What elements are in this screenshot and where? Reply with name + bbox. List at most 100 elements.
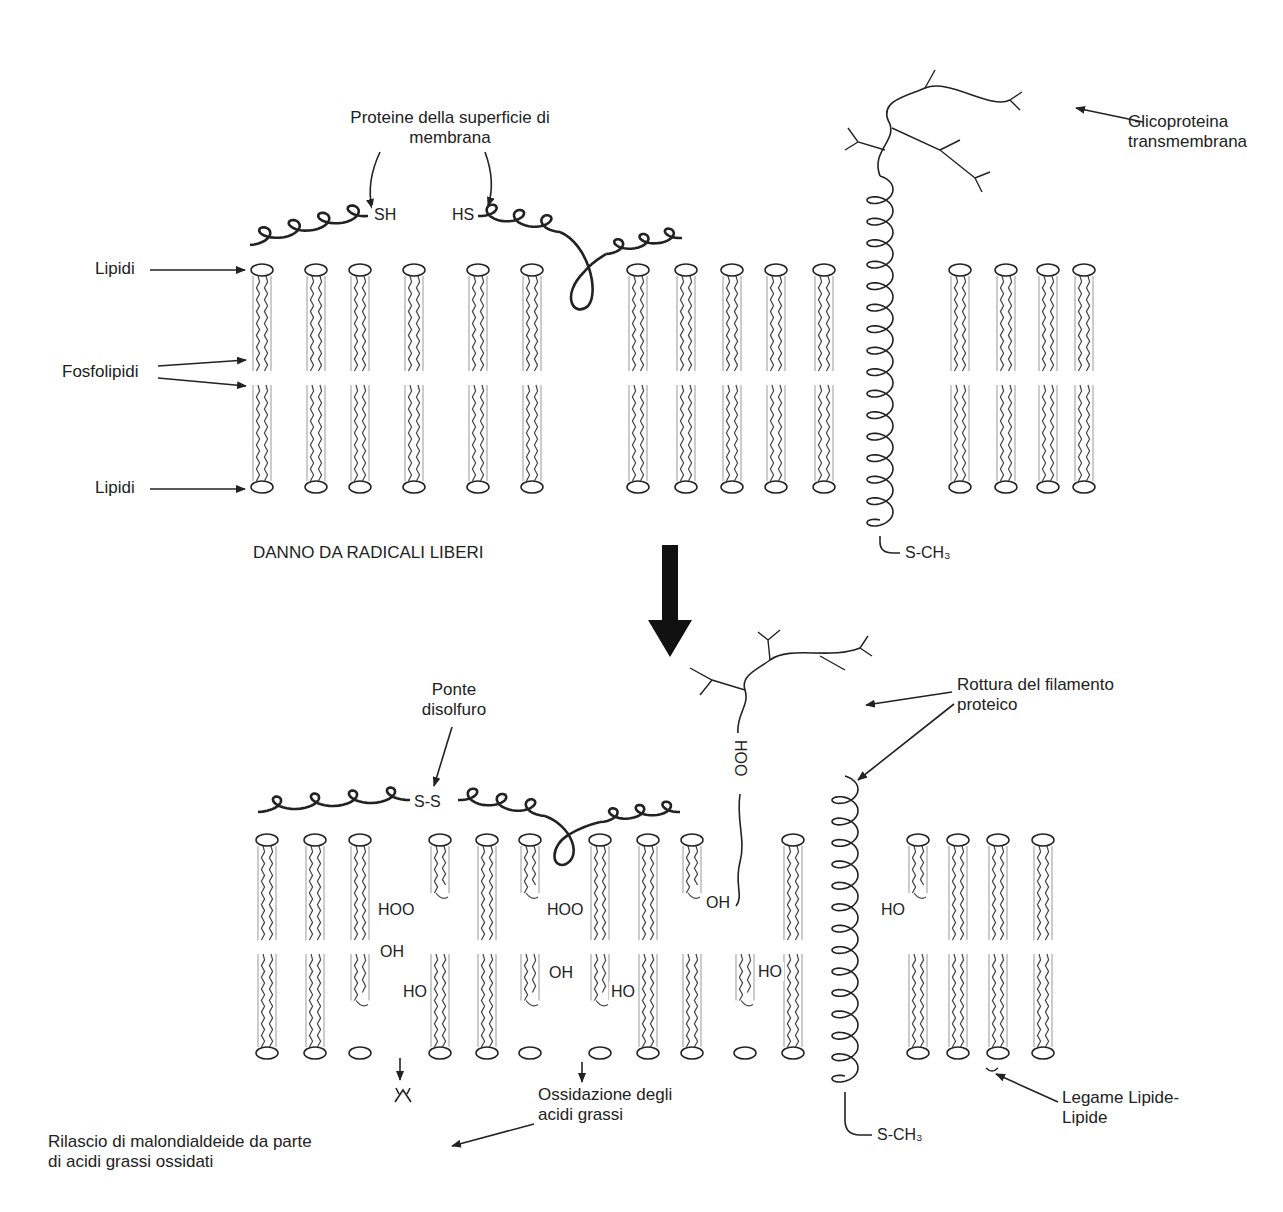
polar-head	[256, 834, 278, 846]
polar-head	[349, 1047, 371, 1059]
leader-line	[150, 488, 245, 490]
lipid-outline	[1034, 954, 1052, 1047]
callout-label: Rottura del filamento proteico	[957, 675, 1132, 716]
lipid-outline	[431, 846, 449, 893]
polar-head	[521, 264, 543, 276]
polar-head	[256, 1047, 278, 1059]
fatty-acid-tail	[481, 846, 484, 940]
glycoprotein-tail	[845, 1092, 872, 1135]
fatty-acid-tail	[1000, 954, 1003, 1047]
leader-line	[150, 269, 245, 271]
polar-head	[949, 481, 971, 493]
polar-head	[765, 481, 787, 493]
surface-protein	[606, 229, 682, 254]
fatty-acid-tail	[524, 846, 527, 893]
leader-line	[434, 727, 452, 786]
fatty-acid-tail	[442, 954, 445, 1047]
oxidized-tail	[688, 893, 700, 898]
fatty-acid-tail	[602, 846, 605, 940]
leader-line	[399, 1058, 401, 1080]
oxidized-tail	[526, 893, 538, 898]
surface-protein	[258, 788, 410, 813]
lipid-outline	[351, 954, 369, 1001]
lipid-outline	[949, 954, 967, 1047]
fatty-acid-tail	[594, 846, 597, 940]
chemical-group: HO	[756, 962, 784, 981]
chemical-group: HOO	[376, 900, 416, 919]
fatty-acid-tail	[524, 954, 527, 1001]
lipid-outline	[629, 385, 647, 481]
lipid-outline	[469, 276, 487, 371]
lipid-outline	[683, 846, 701, 893]
polar-head	[627, 264, 649, 276]
callout-label: Ossidazione degli acidi grassi	[538, 1085, 708, 1126]
polar-head	[589, 834, 611, 846]
fatty-acid-tail	[1042, 385, 1045, 481]
polar-head	[251, 264, 273, 276]
fatty-acid-tail	[640, 385, 643, 481]
callout-label: Ponte disolfuro	[404, 680, 504, 721]
fatty-acid-tail	[912, 954, 915, 1047]
polar-head	[519, 834, 541, 846]
fatty-acid-tail	[954, 385, 957, 481]
polar-head	[251, 481, 273, 493]
polar-head	[429, 1047, 451, 1059]
fatty-acid-tail	[795, 954, 798, 1047]
fatty-acid-tail	[726, 276, 729, 371]
fatty-acid-tail	[795, 846, 798, 940]
fatty-acid-tail	[818, 385, 821, 481]
fatty-acid-tail	[472, 276, 475, 371]
polar-head	[403, 481, 425, 493]
polar-head	[947, 834, 969, 846]
fatty-acid-tail	[442, 846, 445, 885]
lipid-outline	[405, 385, 423, 481]
leader-line	[158, 360, 246, 366]
fatty-acid-tail	[954, 276, 957, 371]
glycoprotein-fragment	[738, 648, 860, 733]
fatty-acid-tail	[739, 954, 742, 1001]
lipid-outline	[405, 276, 423, 371]
fatty-acid-tail	[532, 846, 535, 885]
polar-head	[947, 1047, 969, 1059]
step-label: DANNO DA RADICALI LIBERI	[253, 543, 484, 563]
lipid-outline	[523, 385, 541, 481]
fatty-acid-tail	[770, 276, 773, 371]
lipid-outline	[591, 846, 609, 940]
fatty-acid-tail	[1078, 276, 1081, 371]
fatty-acid-tail	[480, 385, 483, 481]
glycoprotein-fragment	[736, 794, 742, 906]
surface-protein	[458, 789, 545, 816]
fatty-acid-tail	[688, 385, 691, 481]
lipid-outline	[723, 276, 741, 371]
chemical-group: HOO	[545, 900, 585, 919]
fatty-acid-tail	[920, 846, 923, 885]
fatty-acid-tail	[818, 276, 821, 371]
polar-head	[637, 834, 659, 846]
polar-head	[734, 1047, 756, 1059]
polar-head	[467, 481, 489, 493]
polar-head	[627, 481, 649, 493]
fatty-acid-tail	[992, 846, 995, 940]
fatty-acid-tail	[310, 276, 313, 371]
fatty-acid-tail	[480, 276, 483, 371]
fatty-acid-tail	[694, 846, 697, 885]
lipid-outline	[351, 385, 369, 481]
chemical-group: HOO	[731, 738, 750, 778]
fatty-acid-tail	[256, 385, 259, 481]
fatty-acid-tail	[594, 954, 597, 1001]
polar-head	[1073, 264, 1095, 276]
fatty-acid-tail	[481, 954, 484, 1047]
fatty-acid-tail	[642, 846, 645, 940]
fatty-acid-tail	[632, 385, 635, 481]
fatty-acid-tail	[532, 954, 535, 993]
leader-line	[158, 378, 246, 386]
fatty-acid-tail	[1050, 276, 1053, 371]
surface-protein	[478, 205, 560, 232]
chemical-group: OH	[547, 963, 575, 982]
fatty-acid-tail	[362, 954, 365, 993]
glycoprotein-branches	[690, 630, 872, 695]
oxidized-tail	[914, 893, 926, 898]
fatty-acid-tail	[734, 385, 737, 481]
fatty-acid-tail	[1008, 276, 1011, 371]
lipid-outline	[639, 954, 657, 1047]
